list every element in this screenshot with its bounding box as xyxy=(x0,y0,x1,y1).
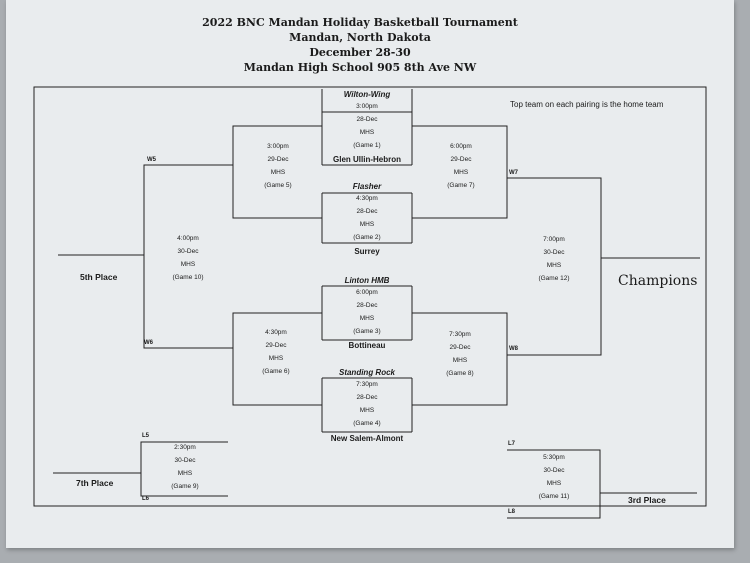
tournament-title: 2022 BNC Mandan Holiday Basketball Tourn… xyxy=(202,16,518,29)
game1-box xyxy=(321,89,413,113)
slot-w7: W7 xyxy=(509,170,518,176)
slot-l6: L6 xyxy=(142,496,150,502)
game11-bracket xyxy=(507,449,601,519)
third-place-label: 3rd Place xyxy=(628,495,666,505)
game5-bracket xyxy=(232,125,322,219)
team-wilton-wing: Wilton-Wing xyxy=(343,90,391,99)
game8-bracket xyxy=(412,312,508,406)
slot-w6: W6 xyxy=(144,340,153,346)
team-new-salem-almont: New Salem-Almont xyxy=(330,434,404,443)
team-standing-rock: Standing Rock xyxy=(338,368,395,377)
team-bottineau: Bottineau xyxy=(348,341,386,350)
team-surrey: Surrey xyxy=(354,247,380,256)
slot-l7: L7 xyxy=(508,441,516,447)
game9-bracket xyxy=(140,441,228,497)
game7-bracket xyxy=(412,125,508,219)
fifth-place-label: 5th Place xyxy=(80,272,118,282)
game6-bracket xyxy=(232,312,322,406)
tournament-venue: Mandan High School 905 8th Ave NW xyxy=(243,61,477,74)
champions-label: Champions xyxy=(618,273,698,289)
bracket-sheet xyxy=(6,0,734,548)
home-team-note: Top team on each pairing is the home tea… xyxy=(510,100,664,109)
team-flasher: Flasher xyxy=(352,182,382,191)
team-glen-ullin-hebron: Glen Ullin-Hebron xyxy=(333,155,401,164)
slot-l8: L8 xyxy=(508,509,516,515)
game12-bracket xyxy=(507,177,602,356)
slot-w5: W5 xyxy=(147,157,156,163)
slot-w8: W8 xyxy=(509,346,518,352)
seventh-place-label: 7th Place xyxy=(76,478,114,488)
tournament-location: Mandan, North Dakota xyxy=(289,31,431,44)
tournament-dates: December 28-30 xyxy=(309,46,411,59)
team-linton-hmb: Linton HMB xyxy=(344,276,390,285)
bracket-frame xyxy=(33,86,707,507)
slot-l5: L5 xyxy=(142,433,150,439)
game10-bracket xyxy=(143,164,233,349)
